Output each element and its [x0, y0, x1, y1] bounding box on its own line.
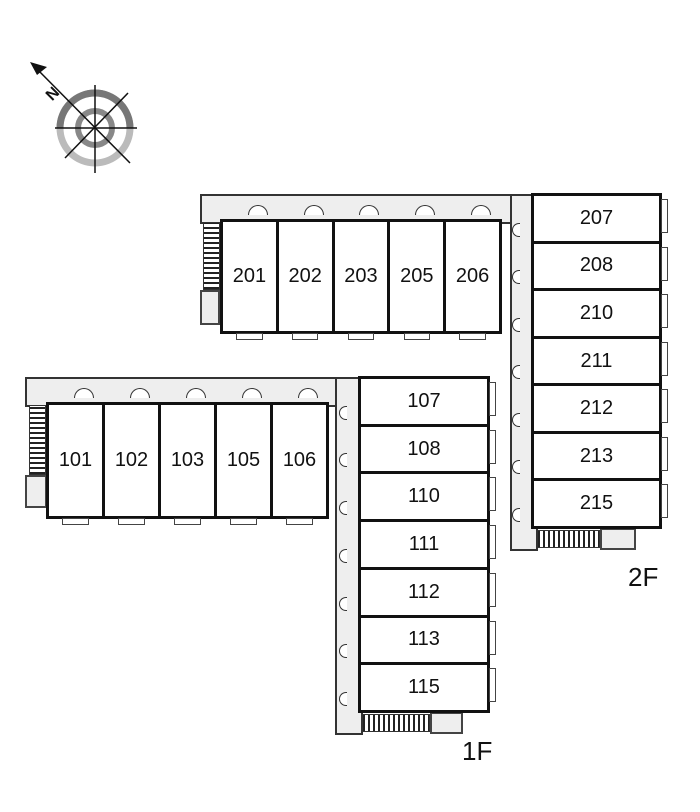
unit-202[interactable]: 202 [275, 205, 335, 340]
door-icon [339, 596, 347, 611]
unit-number: 106 [282, 449, 317, 471]
unit-215[interactable]: 215 [512, 478, 668, 530]
unit-number: 215 [579, 492, 614, 515]
unit-102[interactable]: 102 [102, 388, 161, 525]
unit-113[interactable]: 113 [339, 614, 496, 666]
balcony [661, 294, 668, 329]
unit-206[interactable]: 206 [443, 205, 502, 340]
balcony [661, 246, 668, 281]
balcony [661, 341, 668, 376]
door-icon [303, 205, 324, 215]
unit-number: 113 [408, 628, 440, 651]
compass-north-label: N [43, 84, 63, 104]
balcony [489, 382, 496, 416]
unit-number: 108 [407, 437, 441, 460]
balcony [174, 518, 201, 525]
unit-number: 211 [580, 349, 613, 372]
door-icon [512, 317, 520, 332]
balcony [661, 199, 668, 233]
unit-number: 210 [579, 301, 614, 324]
unit-106[interactable]: 106 [270, 388, 329, 525]
unit-213[interactable]: 213 [512, 430, 668, 482]
balcony [489, 429, 496, 464]
unit-107[interactable]: 107 [339, 376, 496, 427]
landing-1f-south [430, 712, 463, 734]
unit-number: 201 [232, 265, 267, 287]
unit-203[interactable]: 203 [331, 205, 391, 340]
balcony [118, 518, 145, 525]
units-2f-column: 207 208 210 211 212 213 215 [512, 193, 668, 530]
unit-212[interactable]: 212 [512, 383, 668, 434]
unit-207[interactable]: 207 [512, 193, 668, 244]
stairs-1f-west [29, 405, 46, 475]
stairs-1f-south [362, 714, 430, 732]
balcony [489, 668, 496, 703]
unit-number: 110 [408, 485, 440, 508]
unit-number: 115 [408, 676, 440, 699]
unit-number: 203 [344, 265, 378, 287]
unit-number: 103 [170, 449, 205, 471]
floor-label-2f: 2F [628, 562, 659, 592]
balcony [236, 333, 263, 340]
unit-number: 102 [114, 449, 149, 471]
unit-211[interactable]: 211 [512, 335, 668, 387]
unit-108[interactable]: 108 [339, 423, 496, 475]
stairs-2f-south [537, 530, 600, 548]
door-icon [339, 405, 347, 420]
unit-208[interactable]: 208 [512, 240, 668, 292]
balcony [489, 572, 496, 607]
door-icon [512, 222, 520, 237]
units-2f-row: 201 202 203 205 206 [220, 205, 502, 340]
door-icon [339, 548, 347, 563]
unit-number: 105 [226, 449, 261, 471]
unit-number: 111 [408, 533, 440, 556]
balcony [489, 620, 496, 655]
unit-112[interactable]: 112 [339, 566, 496, 618]
balcony [230, 518, 257, 525]
landing-2f-west [200, 290, 220, 325]
balcony [347, 333, 375, 340]
stairs-2f-west [203, 222, 220, 290]
unit-110[interactable]: 110 [339, 471, 496, 523]
door-icon [339, 501, 347, 516]
unit-201[interactable]: 201 [220, 205, 279, 340]
unit-number: 206 [455, 265, 490, 287]
door-icon [339, 692, 347, 707]
door-icon [512, 270, 520, 285]
balcony [661, 436, 668, 471]
unit-number: 208 [579, 254, 614, 277]
units-1f-column: 107 108 110 111 112 113 115 [339, 376, 496, 714]
balcony [489, 477, 496, 512]
unit-number: 207 [579, 206, 614, 229]
door-icon [512, 508, 520, 523]
balcony [459, 333, 486, 340]
unit-number: 107 [407, 389, 441, 412]
balcony [291, 333, 319, 340]
balcony [489, 525, 496, 560]
unit-205[interactable]: 205 [387, 205, 447, 340]
landing-2f-south [600, 528, 636, 550]
unit-number: 112 [408, 580, 440, 603]
unit-number: 213 [579, 444, 614, 467]
landing-1f-west [25, 475, 47, 508]
balcony [661, 484, 668, 519]
balcony [62, 518, 89, 525]
unit-number: 202 [288, 265, 322, 287]
balcony [661, 389, 668, 424]
compass-icon: N [30, 62, 137, 173]
unit-105[interactable]: 105 [214, 388, 273, 525]
units-1f-row: 101 102 103 105 106 [46, 388, 329, 525]
unit-101[interactable]: 101 [46, 388, 105, 525]
unit-103[interactable]: 103 [158, 388, 217, 525]
unit-111[interactable]: 111 [339, 519, 496, 570]
floor-label-1f: 1F [462, 736, 493, 766]
balcony [403, 333, 430, 340]
unit-number: 212 [579, 397, 614, 420]
balcony [286, 518, 313, 525]
unit-115[interactable]: 115 [339, 662, 496, 714]
unit-210[interactable]: 210 [512, 288, 668, 339]
unit-number: 101 [58, 449, 93, 471]
unit-number: 205 [400, 265, 434, 287]
door-icon [512, 412, 520, 427]
